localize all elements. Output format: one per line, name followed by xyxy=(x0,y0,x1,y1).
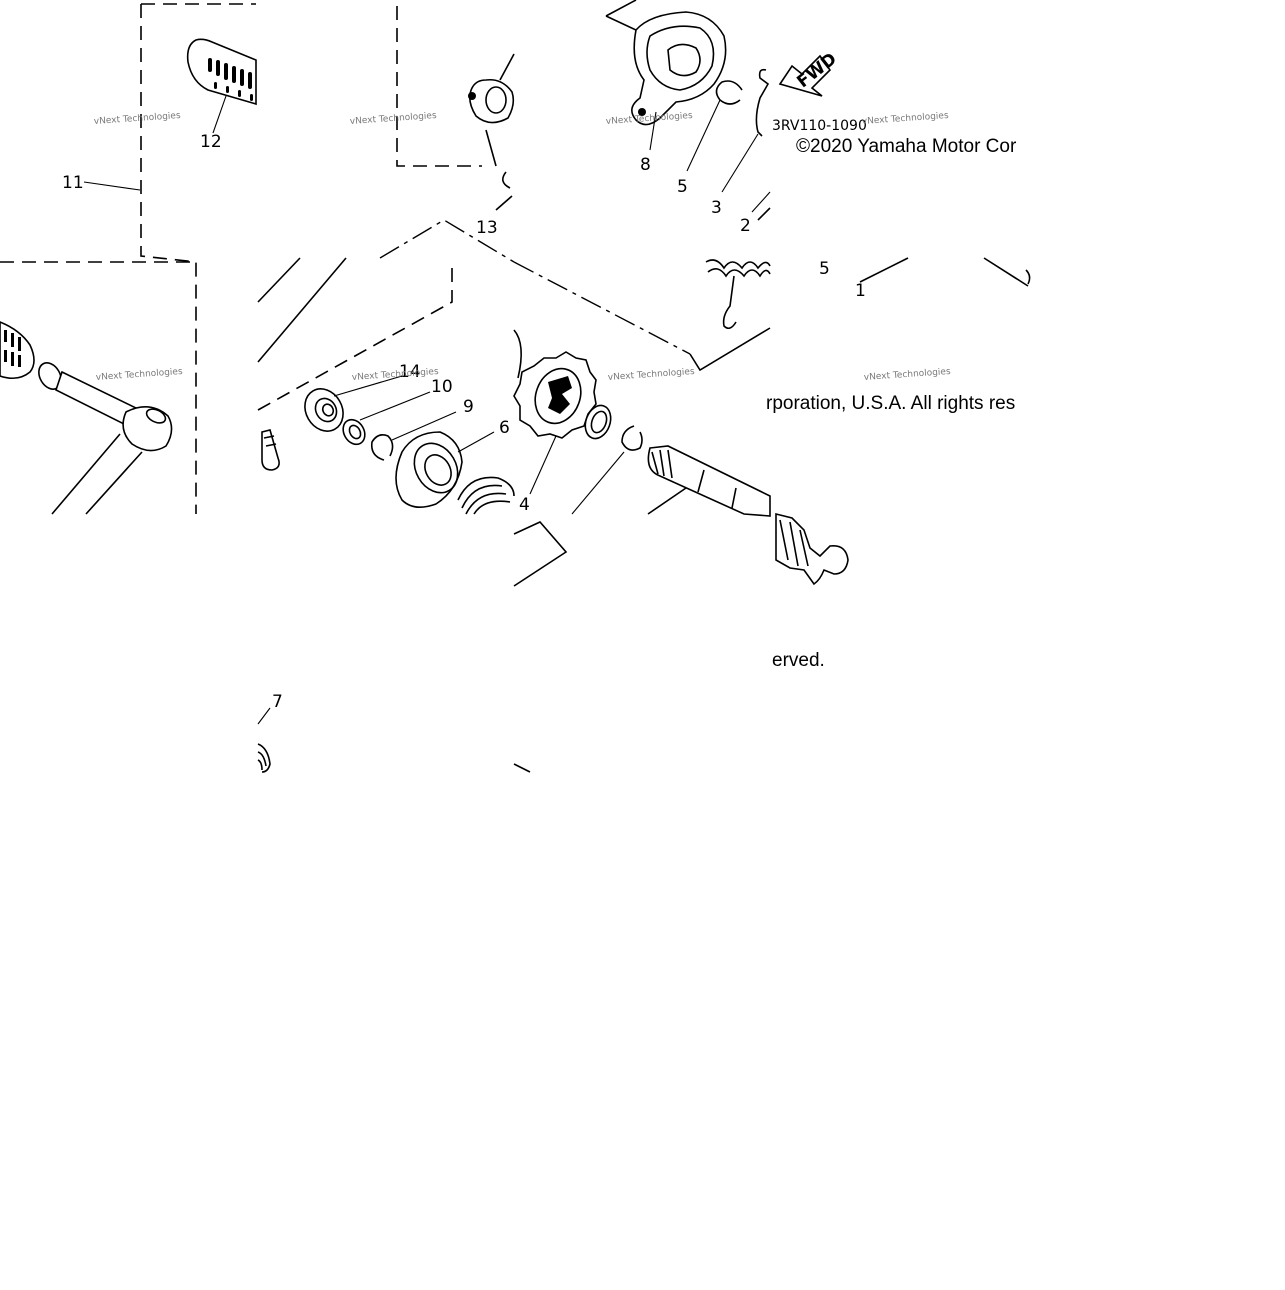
kick-spring-coil-part xyxy=(457,476,515,515)
callout-9: 9 xyxy=(463,397,474,417)
tile-kick-arm xyxy=(396,6,515,211)
callout-14: 14 xyxy=(399,362,421,382)
tile-kick-housing: FWD xyxy=(605,0,841,213)
spring-holder-part xyxy=(395,431,463,508)
bolt-part xyxy=(261,429,280,471)
kick-shaft-part xyxy=(0,321,173,515)
watermark: vNext Technologies xyxy=(352,367,440,383)
watermark: vNext Technologies xyxy=(862,111,950,127)
spring-clip-part xyxy=(755,68,770,137)
callout-7: 7 xyxy=(272,692,283,712)
fwd-label: FWD xyxy=(793,49,840,92)
watermark: vNext Technologies xyxy=(350,111,438,127)
watermark: vNext Technologies xyxy=(96,367,184,383)
callout-2: 2 xyxy=(740,216,751,236)
washer-thick-part xyxy=(584,404,612,440)
callout-4: 4 xyxy=(519,495,530,515)
copyright-line-2: rporation, U.S.A. All rights res xyxy=(766,393,1015,414)
tile-kick-gear-shaft xyxy=(513,261,771,517)
watermark: vNext Technologies xyxy=(608,367,696,383)
spring-end-part xyxy=(257,743,271,773)
callout-5: 5 xyxy=(677,177,688,197)
copyright-line-3: erved. xyxy=(772,650,825,671)
callout-10: 10 xyxy=(431,377,453,397)
circlip-part xyxy=(715,80,743,105)
callout-12: 12 xyxy=(200,132,222,152)
callout-labels: 12 11 13 8 5 3 2 5 1 14 10 9 6 4 7 xyxy=(62,132,866,712)
callout-3: 3 xyxy=(711,198,722,218)
callout-6: 6 xyxy=(499,418,510,438)
kick-gear-part xyxy=(513,351,597,439)
watermark: vNext Technologies xyxy=(94,111,182,127)
torsion-spring-part xyxy=(705,259,771,330)
copyright-line-1: ©2020 Yamaha Motor Cor xyxy=(796,136,1017,157)
callout-13: 13 xyxy=(476,218,498,238)
pinion-gear-part xyxy=(775,512,849,586)
circlip-small-part xyxy=(370,434,394,461)
fwd-arrow-icon: FWD xyxy=(778,49,841,97)
kick-housing-part xyxy=(631,11,727,126)
tile-pinion xyxy=(775,512,849,586)
part-code: 3RV110-1090 xyxy=(772,118,867,134)
callout-5b: 5 xyxy=(819,259,830,279)
kick-arm-part xyxy=(468,53,515,211)
tile-lower-spring xyxy=(257,707,271,773)
watermark: vNext Technologies xyxy=(864,367,952,383)
washer-part xyxy=(342,418,366,446)
callout-1: 1 xyxy=(855,281,866,301)
callout-11: 11 xyxy=(62,173,84,193)
tile-lower-center xyxy=(513,521,568,773)
kick-boot-part xyxy=(186,38,257,106)
bearing-part xyxy=(304,388,344,432)
circlip-shaft-part xyxy=(621,425,643,451)
kick-shaft-spline-part xyxy=(647,445,771,517)
tile-kick-pedal-boot xyxy=(0,3,257,515)
tile-shaft-components xyxy=(257,219,515,515)
tile-spring-pin xyxy=(705,207,1031,330)
callout-8: 8 xyxy=(640,155,651,175)
